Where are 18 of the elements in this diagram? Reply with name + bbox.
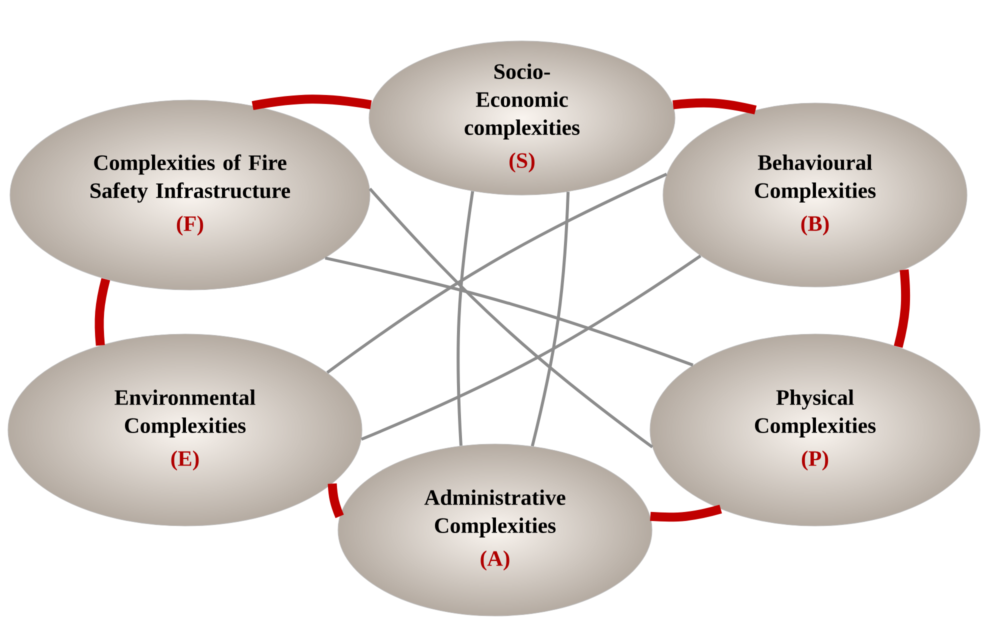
connector-line [650,504,722,522]
connector-line [530,192,570,447]
connector-line [324,256,694,366]
ellipse-node: Behavioural Complexities (B) [662,102,968,288]
ellipse-node: Complexities of Fire Safety Infrastructure (F) [10,100,370,290]
connector-line [672,98,757,114]
connector-line [326,172,668,374]
ellipse-node: Environmental Complexities (E) [8,334,362,526]
ellipse-node: Physical Complexities (P) [650,334,980,526]
connector-line [894,269,910,348]
connector-line [252,94,372,110]
connector-line [360,254,702,441]
ellipse-node: Socio- Economic complexities (S) [368,40,676,196]
connector-line [368,188,654,448]
ellipse-node: Administrative Complexities (A) [338,444,652,616]
connector-line [328,483,344,518]
connector-line [94,278,110,346]
connector-line [456,191,474,446]
